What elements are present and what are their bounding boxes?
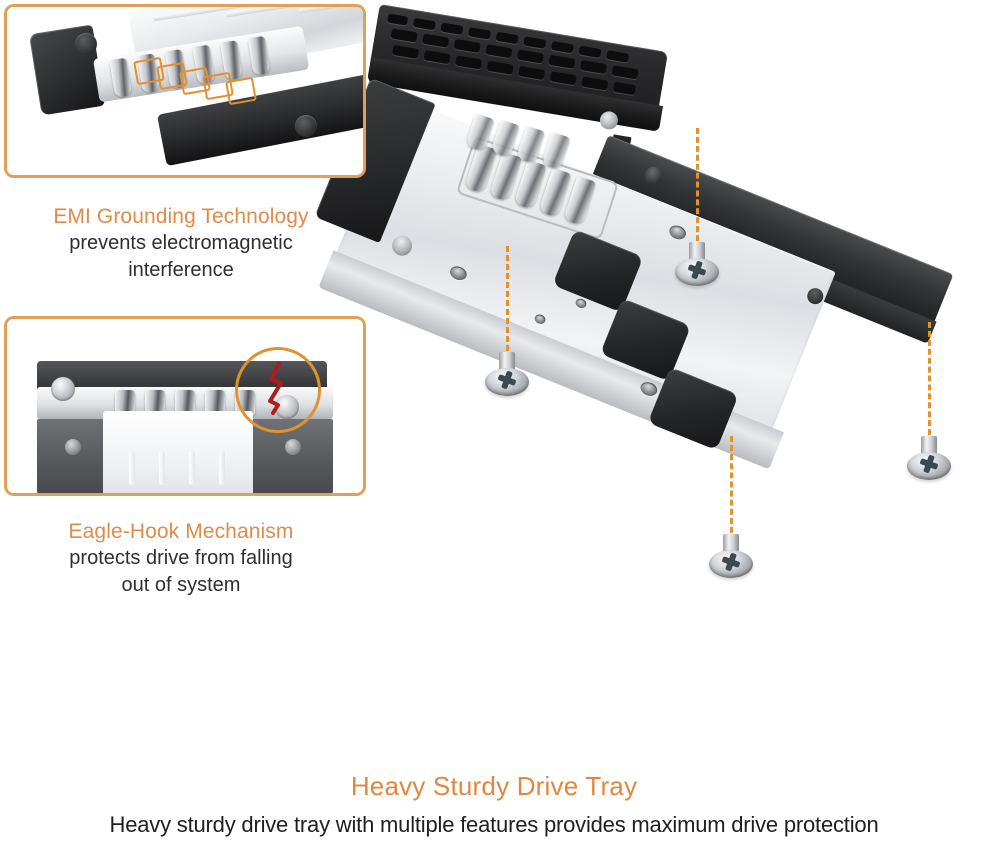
drive-tray-chassis [276, 77, 954, 612]
mounting-screw-top-right [675, 242, 719, 288]
callout-line-mid-left [506, 246, 509, 360]
hook-zigzag-icon [268, 361, 283, 415]
hook-rivet-right [285, 439, 301, 455]
feature-image-eagle-hook [4, 316, 366, 496]
emi-screw-left [75, 33, 97, 55]
footer-heading: Heavy Sturdy Drive Tray [350, 771, 638, 801]
mounting-screw-mid-left [485, 352, 529, 398]
caption-body-emi-line2: interference [128, 259, 234, 281]
emi-screw-right [295, 115, 317, 137]
caption-body-emi-line1: prevents electromagnetic [69, 232, 293, 254]
callout-line-top-right [696, 128, 699, 250]
caption-body-hook-line2: out of system [121, 574, 241, 596]
caption-body-hook-line1: protects drive from falling [69, 547, 293, 569]
footer-body: Heavy sturdy drive tray with multiple fe… [109, 812, 879, 837]
feature-image-emi-grounding [4, 4, 366, 178]
hook-highlight-circle [235, 347, 321, 433]
callout-line-bottom-mid [730, 436, 733, 542]
caption-emi-grounding: EMI Grounding Technology prevents electr… [0, 203, 362, 284]
caption-heading-emi: EMI Grounding Technology [53, 205, 309, 228]
caption-eagle-hook: Eagle-Hook Mechanism protects drive from… [0, 518, 362, 599]
mounting-screw-bottom-mid [709, 534, 753, 580]
callout-line-bottom-right [928, 322, 931, 444]
hero-product-image [314, 0, 988, 640]
hook-rivet-left [65, 439, 81, 455]
mounting-screw-bottom-right [907, 436, 951, 482]
hook-screw-left [51, 377, 75, 401]
hook-white-panel [103, 411, 253, 493]
caption-heading-hook: Eagle-Hook Mechanism [68, 520, 294, 543]
emi-highlight-5 [225, 76, 257, 106]
